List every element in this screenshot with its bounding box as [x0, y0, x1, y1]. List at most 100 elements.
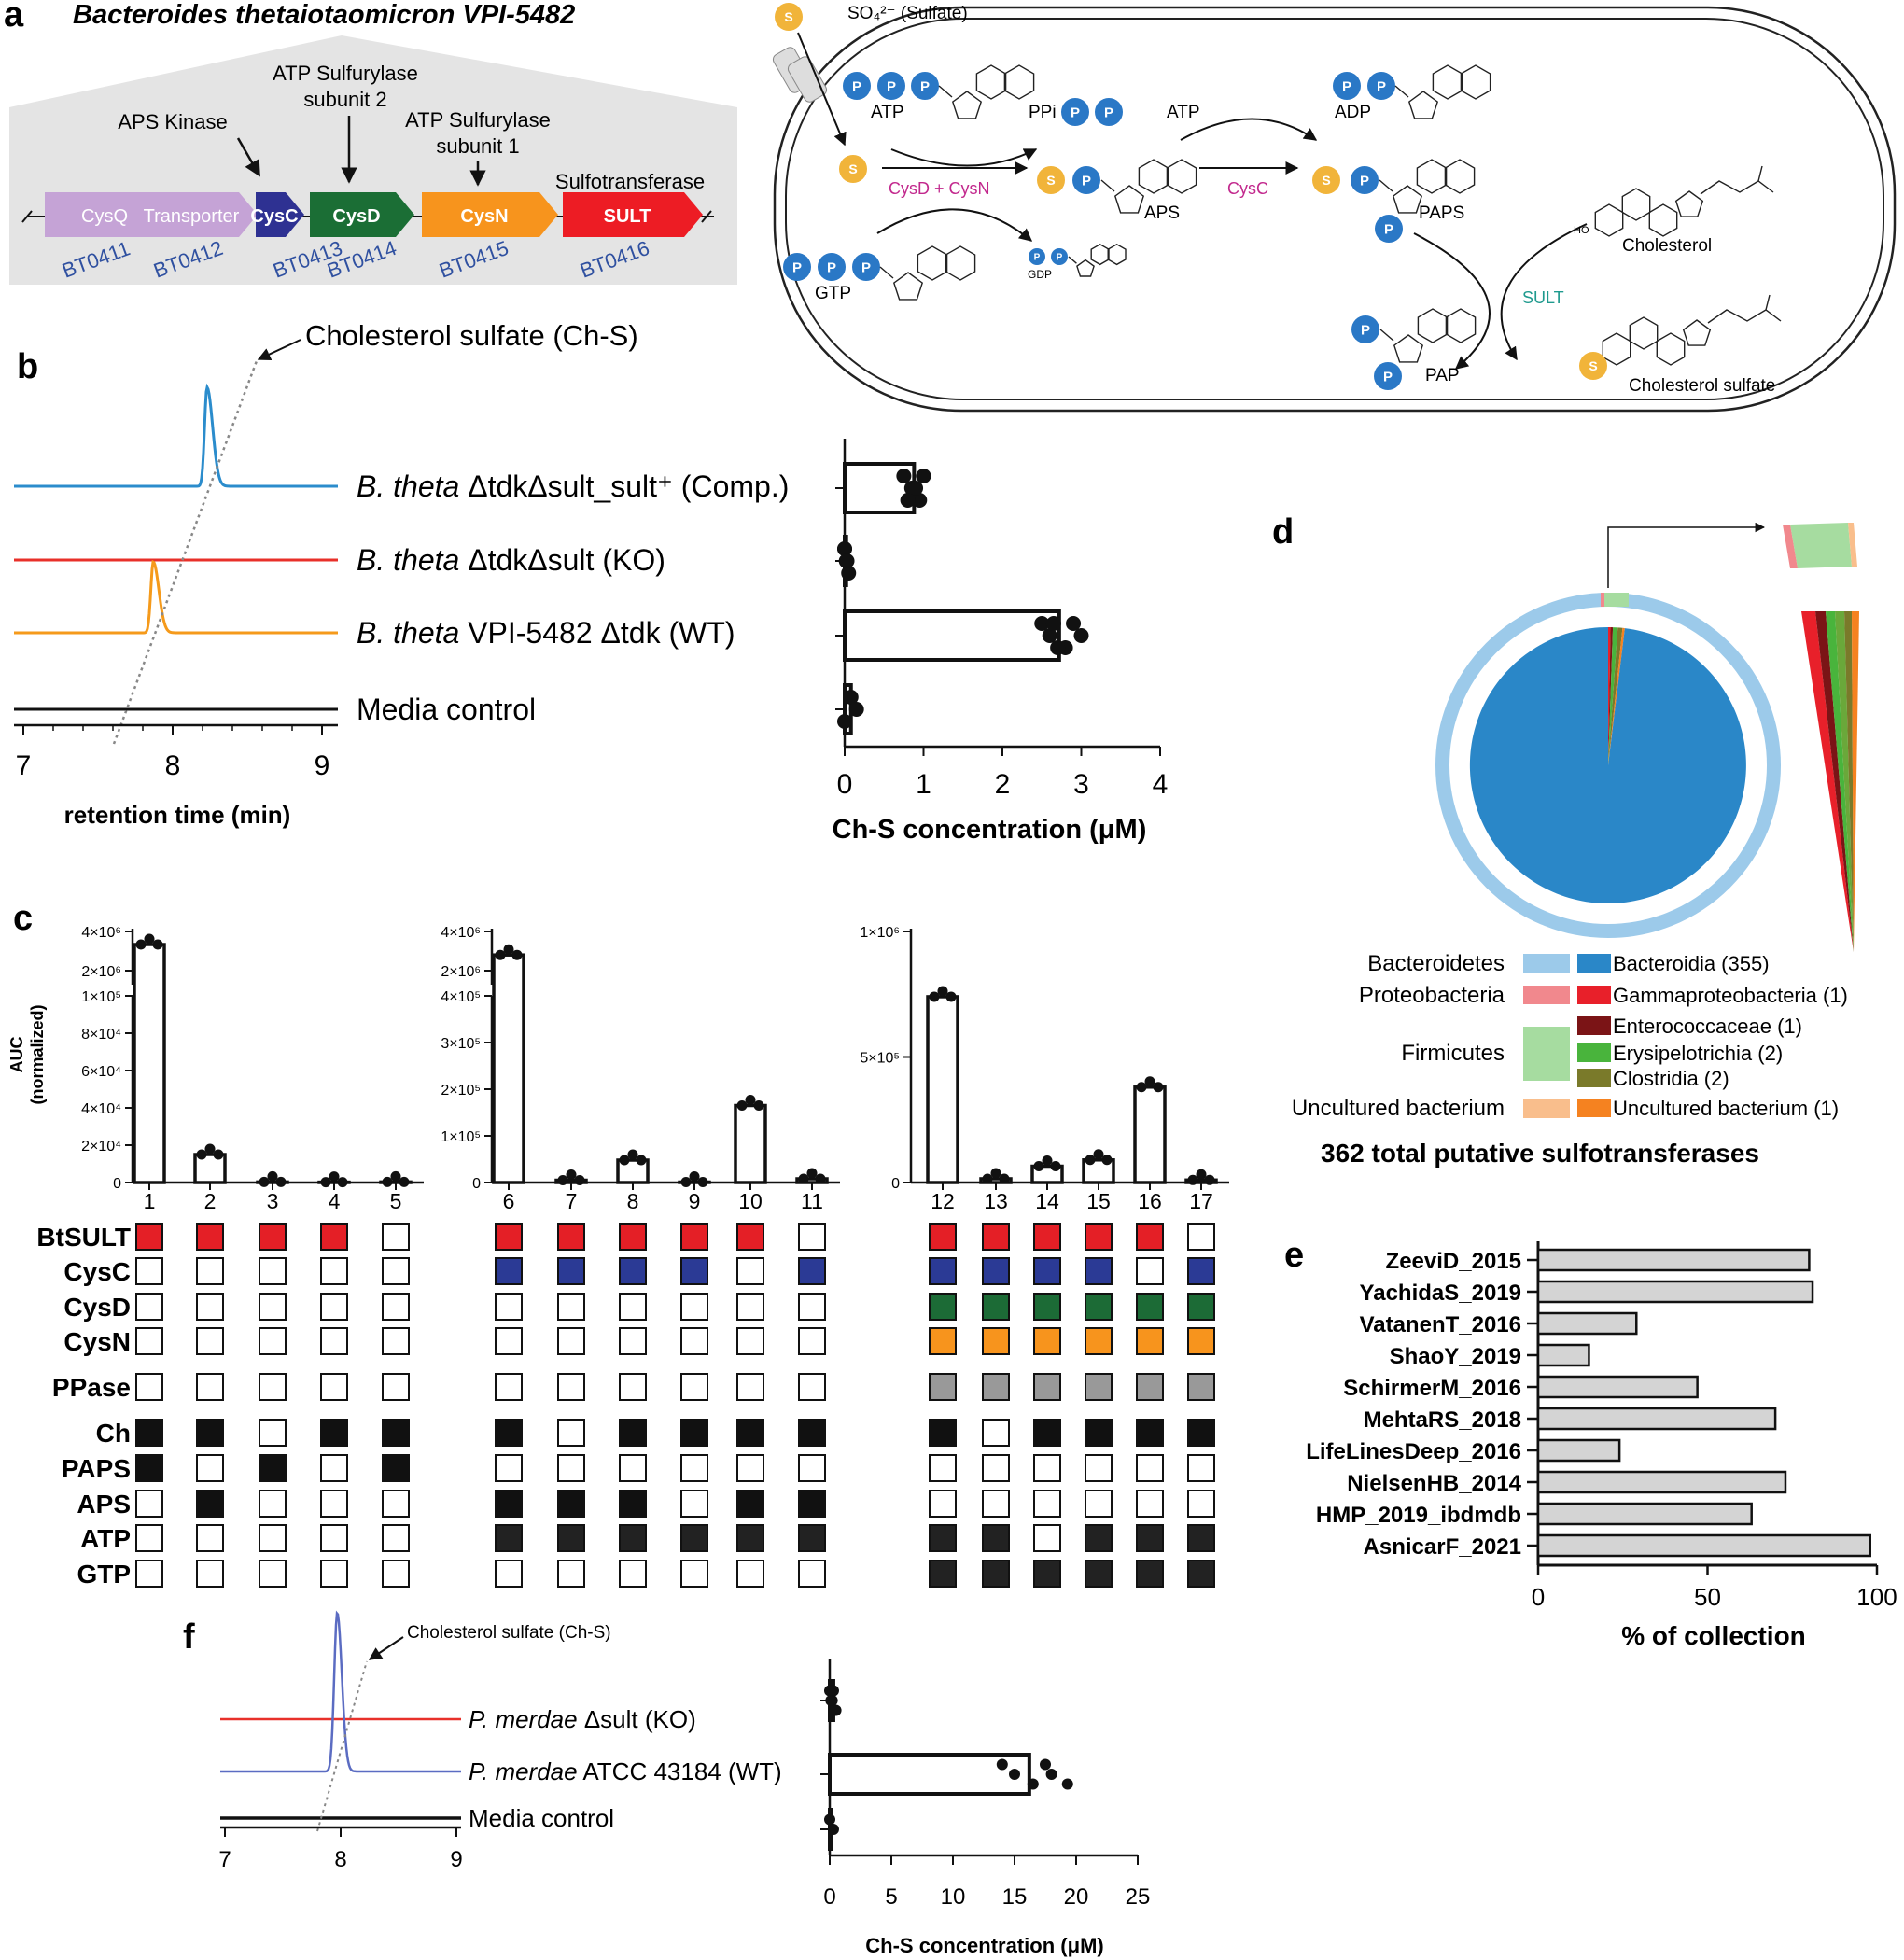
- row-label-ppase: PPase: [52, 1373, 131, 1402]
- y-tick-label: 6×10⁴: [81, 1064, 121, 1080]
- enzyme-sult: SULT: [1522, 288, 1564, 307]
- phosphate-circle: [877, 72, 905, 100]
- matrix-cell: [1136, 1419, 1164, 1447]
- data-point: [982, 1173, 993, 1184]
- phosphate-circle: [1095, 98, 1123, 126]
- cell-inner-membrane: [785, 18, 1884, 400]
- data-point: [566, 1169, 577, 1180]
- y-tick-label: 4×10⁶: [441, 925, 481, 941]
- matrix-cell: [1033, 1257, 1061, 1285]
- matrix-cell: [557, 1454, 585, 1482]
- x-tick-label: 0: [837, 769, 853, 800]
- phosphate-circle: [1374, 362, 1402, 390]
- matrix-cell: [495, 1419, 523, 1447]
- collection-bar: [1536, 1470, 1787, 1494]
- matrix-cell: [1033, 1490, 1061, 1518]
- matrix-cell: [196, 1327, 224, 1355]
- condition-number: 6: [503, 1189, 515, 1213]
- phosphate-circle: [843, 72, 871, 100]
- data-point: [697, 1177, 708, 1187]
- matrix-cell: [495, 1373, 523, 1401]
- svg-text:P: P: [1361, 322, 1370, 338]
- phosphate-circle: [852, 253, 880, 281]
- row-label-aps: APS: [77, 1490, 131, 1519]
- enzyme-cysc: CysC: [1227, 179, 1268, 198]
- x-tick-label: 9: [450, 1847, 462, 1872]
- matrix-cell: [1033, 1560, 1061, 1588]
- collection-axis-label: % of collection: [1621, 1621, 1806, 1650]
- matrix-cell: [619, 1490, 647, 1518]
- data-point: [1085, 1155, 1096, 1166]
- matrix-cell: [929, 1419, 957, 1447]
- data-point: [815, 1173, 826, 1184]
- gene-cysn-arrow: [422, 192, 558, 237]
- matrix-cell: [982, 1327, 1010, 1355]
- matrix-cell: [982, 1373, 1010, 1401]
- y-tick-label: 1×10⁶: [860, 925, 900, 941]
- matrix-cell: [736, 1223, 764, 1251]
- phosphate-circle: [1351, 315, 1379, 343]
- matrix-cell: [1187, 1419, 1215, 1447]
- data-point: [689, 1171, 700, 1182]
- gene-label: SULT: [604, 206, 651, 227]
- matrix-cell: [1085, 1293, 1113, 1321]
- sulfur-circle: [1037, 166, 1065, 194]
- data-point: [736, 1100, 748, 1111]
- bar: [926, 995, 959, 1184]
- retention-axis-label: retention time (min): [64, 801, 291, 829]
- collection-bar: [1536, 1280, 1814, 1304]
- matrix-cell: [495, 1223, 523, 1251]
- chromatogram-trace: [220, 1610, 461, 1773]
- gene-label: Transporter: [144, 206, 240, 227]
- matrix-cell: [1085, 1327, 1113, 1355]
- data-point: [627, 1149, 638, 1160]
- matrix-cell: [798, 1327, 826, 1355]
- matrix-cell: [557, 1327, 585, 1355]
- x-tick-label: 20: [1064, 1884, 1089, 1910]
- matrix-cell: [736, 1293, 764, 1321]
- auc-axis-label-2: (normalized): [28, 1004, 47, 1104]
- data-point: [1136, 1082, 1147, 1093]
- condition-number: 5: [390, 1189, 402, 1213]
- matrix-cell: [1136, 1293, 1164, 1321]
- data-point: [390, 1170, 401, 1182]
- matrix-cell: [982, 1454, 1010, 1482]
- matrix-cell: [929, 1293, 957, 1321]
- matrix-cell: [1187, 1490, 1215, 1518]
- matrix-cell: [259, 1454, 287, 1482]
- matrix-cell: [557, 1223, 585, 1251]
- bar: [133, 943, 166, 1184]
- data-point: [937, 986, 948, 997]
- ppi-label: PPi: [1029, 103, 1057, 122]
- data-point: [841, 566, 857, 581]
- data-point: [1042, 628, 1057, 643]
- phosphate-circle: [1051, 248, 1068, 265]
- data-point: [1042, 1155, 1053, 1167]
- matrix-cell: [495, 1257, 523, 1285]
- matrix-cell: [135, 1490, 163, 1518]
- matrix-cell: [320, 1327, 348, 1355]
- y-tick-label: 2×10⁵: [441, 1083, 481, 1099]
- phosphate-circle: [911, 72, 939, 100]
- y-tick-label: 2×10⁴: [81, 1139, 121, 1155]
- data-point: [806, 1168, 818, 1179]
- row-label-cysd: CysD: [63, 1293, 131, 1322]
- matrix-cell: [1136, 1327, 1164, 1355]
- matrix-cell: [1085, 1490, 1113, 1518]
- matrix-cell: [619, 1327, 647, 1355]
- condition-number: 9: [689, 1189, 701, 1213]
- class-label: Enterococcaceae (1): [1613, 1015, 1802, 1038]
- phosphate-circle: [1351, 166, 1379, 194]
- condition-number: 1: [144, 1189, 156, 1213]
- condition-number: 4: [329, 1189, 341, 1213]
- matrix-cell: [557, 1257, 585, 1285]
- matrix-cell: [798, 1223, 826, 1251]
- pie-slice: [1608, 627, 1623, 765]
- data-point: [753, 1100, 764, 1111]
- phosphate-circle: [1333, 72, 1361, 100]
- matrix-cell: [680, 1257, 708, 1285]
- row-label-cysn: CysN: [63, 1327, 131, 1356]
- matrix-cell: [798, 1419, 826, 1447]
- matrix-cell: [982, 1560, 1010, 1588]
